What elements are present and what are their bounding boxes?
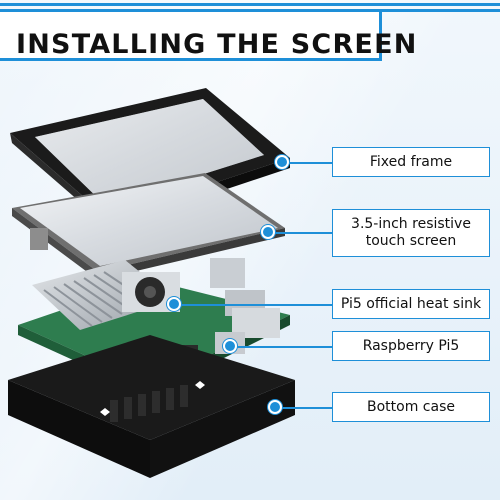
leader-touch-screen bbox=[268, 232, 332, 234]
label-fixed-frame-text: Fixed frame bbox=[369, 153, 453, 170]
callout-dot-touch-screen bbox=[261, 225, 275, 239]
label-touch-screen: 3.5-inch resistive touch screen bbox=[332, 209, 490, 257]
heat-sink-part bbox=[32, 260, 180, 330]
touch-screen-part bbox=[12, 173, 285, 280]
label-heat-sink-text: Pi5 official heat sink bbox=[340, 295, 482, 312]
leader-bottom-case bbox=[275, 407, 332, 409]
callout-dot-raspberry bbox=[223, 339, 237, 353]
bottom-case-part bbox=[8, 335, 295, 478]
callout-dot-bottom-case bbox=[268, 400, 282, 414]
leader-fixed-frame bbox=[282, 162, 332, 164]
label-touch-screen-text: 3.5-inch resistive touch screen bbox=[351, 216, 471, 249]
callout-dot-fixed-frame bbox=[275, 155, 289, 169]
header-rule-top bbox=[0, 3, 500, 6]
leader-heat-sink bbox=[174, 304, 332, 306]
page-title: INSTALLING THE SCREEN bbox=[16, 29, 418, 60]
leader-raspberry bbox=[230, 346, 332, 348]
label-heat-sink: Pi5 official heat sink bbox=[332, 289, 490, 319]
callout-dot-heat-sink bbox=[167, 297, 181, 311]
label-raspberry-text: Raspberry Pi5 bbox=[362, 337, 460, 354]
label-bottom-case: Bottom case bbox=[332, 392, 490, 422]
label-raspberry: Raspberry Pi5 bbox=[332, 331, 490, 361]
label-fixed-frame: Fixed frame bbox=[332, 147, 490, 177]
title-box: INSTALLING THE SCREEN bbox=[0, 9, 416, 61]
label-bottom-case-text: Bottom case bbox=[367, 398, 455, 415]
